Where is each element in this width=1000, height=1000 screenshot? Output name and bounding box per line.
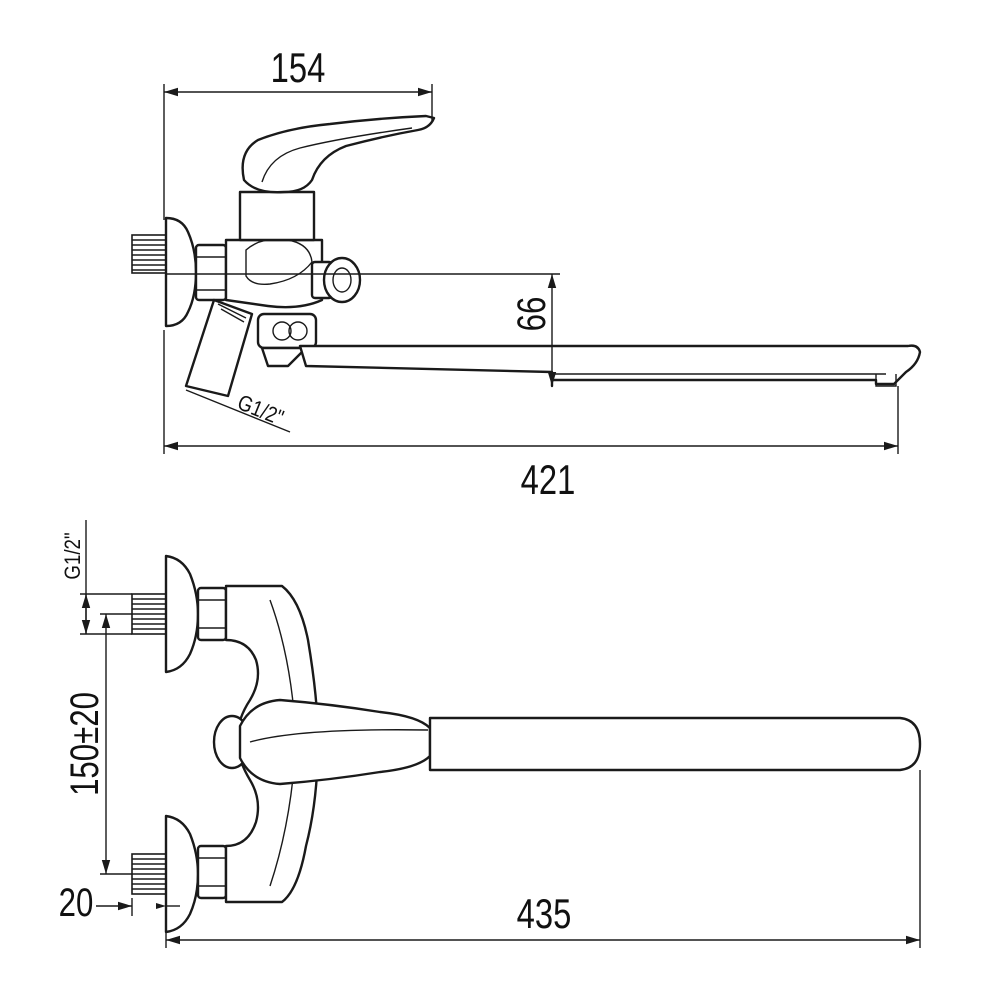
top-thread-label: G1/2" — [62, 532, 86, 579]
dim-435: 435 — [165, 770, 921, 948]
top-hex-nut-upper — [196, 586, 228, 642]
side-thread-label: G1/2" — [234, 391, 287, 431]
side-hex-nut — [194, 243, 228, 302]
dim-20-label: 20 — [59, 880, 94, 925]
top-inlet-thread-lower — [131, 853, 167, 895]
side-lever-handle — [241, 114, 436, 194]
top-inlet-thread-upper — [131, 593, 167, 635]
dim-421-label: 421 — [521, 456, 576, 503]
side-shower-outlet — [184, 298, 254, 398]
dim-435-label: 435 — [517, 890, 572, 937]
side-cartridge-housing — [238, 190, 316, 242]
dim-66: 66 — [166, 273, 560, 386]
side-spout — [298, 344, 922, 388]
dim-154: 154 — [163, 44, 433, 220]
dim-150: 150±20 — [62, 613, 132, 875]
side-thread-callout: G1/2" — [185, 389, 291, 433]
side-wall-flange — [164, 216, 198, 328]
top-hex-nut-lower — [196, 844, 228, 900]
top-thread-callout: G1/2" — [62, 520, 132, 635]
side-inlet-thread — [131, 234, 167, 274]
dim-66-label: 66 — [509, 297, 554, 332]
side-spout-nut — [256, 312, 318, 368]
top-view: G1/2" 150±20 20 435 — [59, 520, 922, 948]
dim-421: 421 — [163, 330, 899, 503]
top-flange-upper — [164, 554, 200, 674]
dim-154-label: 154 — [271, 44, 326, 91]
dim-20: 20 — [59, 880, 180, 925]
top-flange-lower — [164, 814, 200, 934]
side-diverter-knob — [310, 256, 362, 304]
top-spout — [428, 716, 922, 772]
dim-150-label: 150±20 — [62, 692, 107, 796]
top-lever-handle — [238, 698, 432, 786]
side-view: 154 66 G1/2" 421 — [131, 44, 922, 503]
